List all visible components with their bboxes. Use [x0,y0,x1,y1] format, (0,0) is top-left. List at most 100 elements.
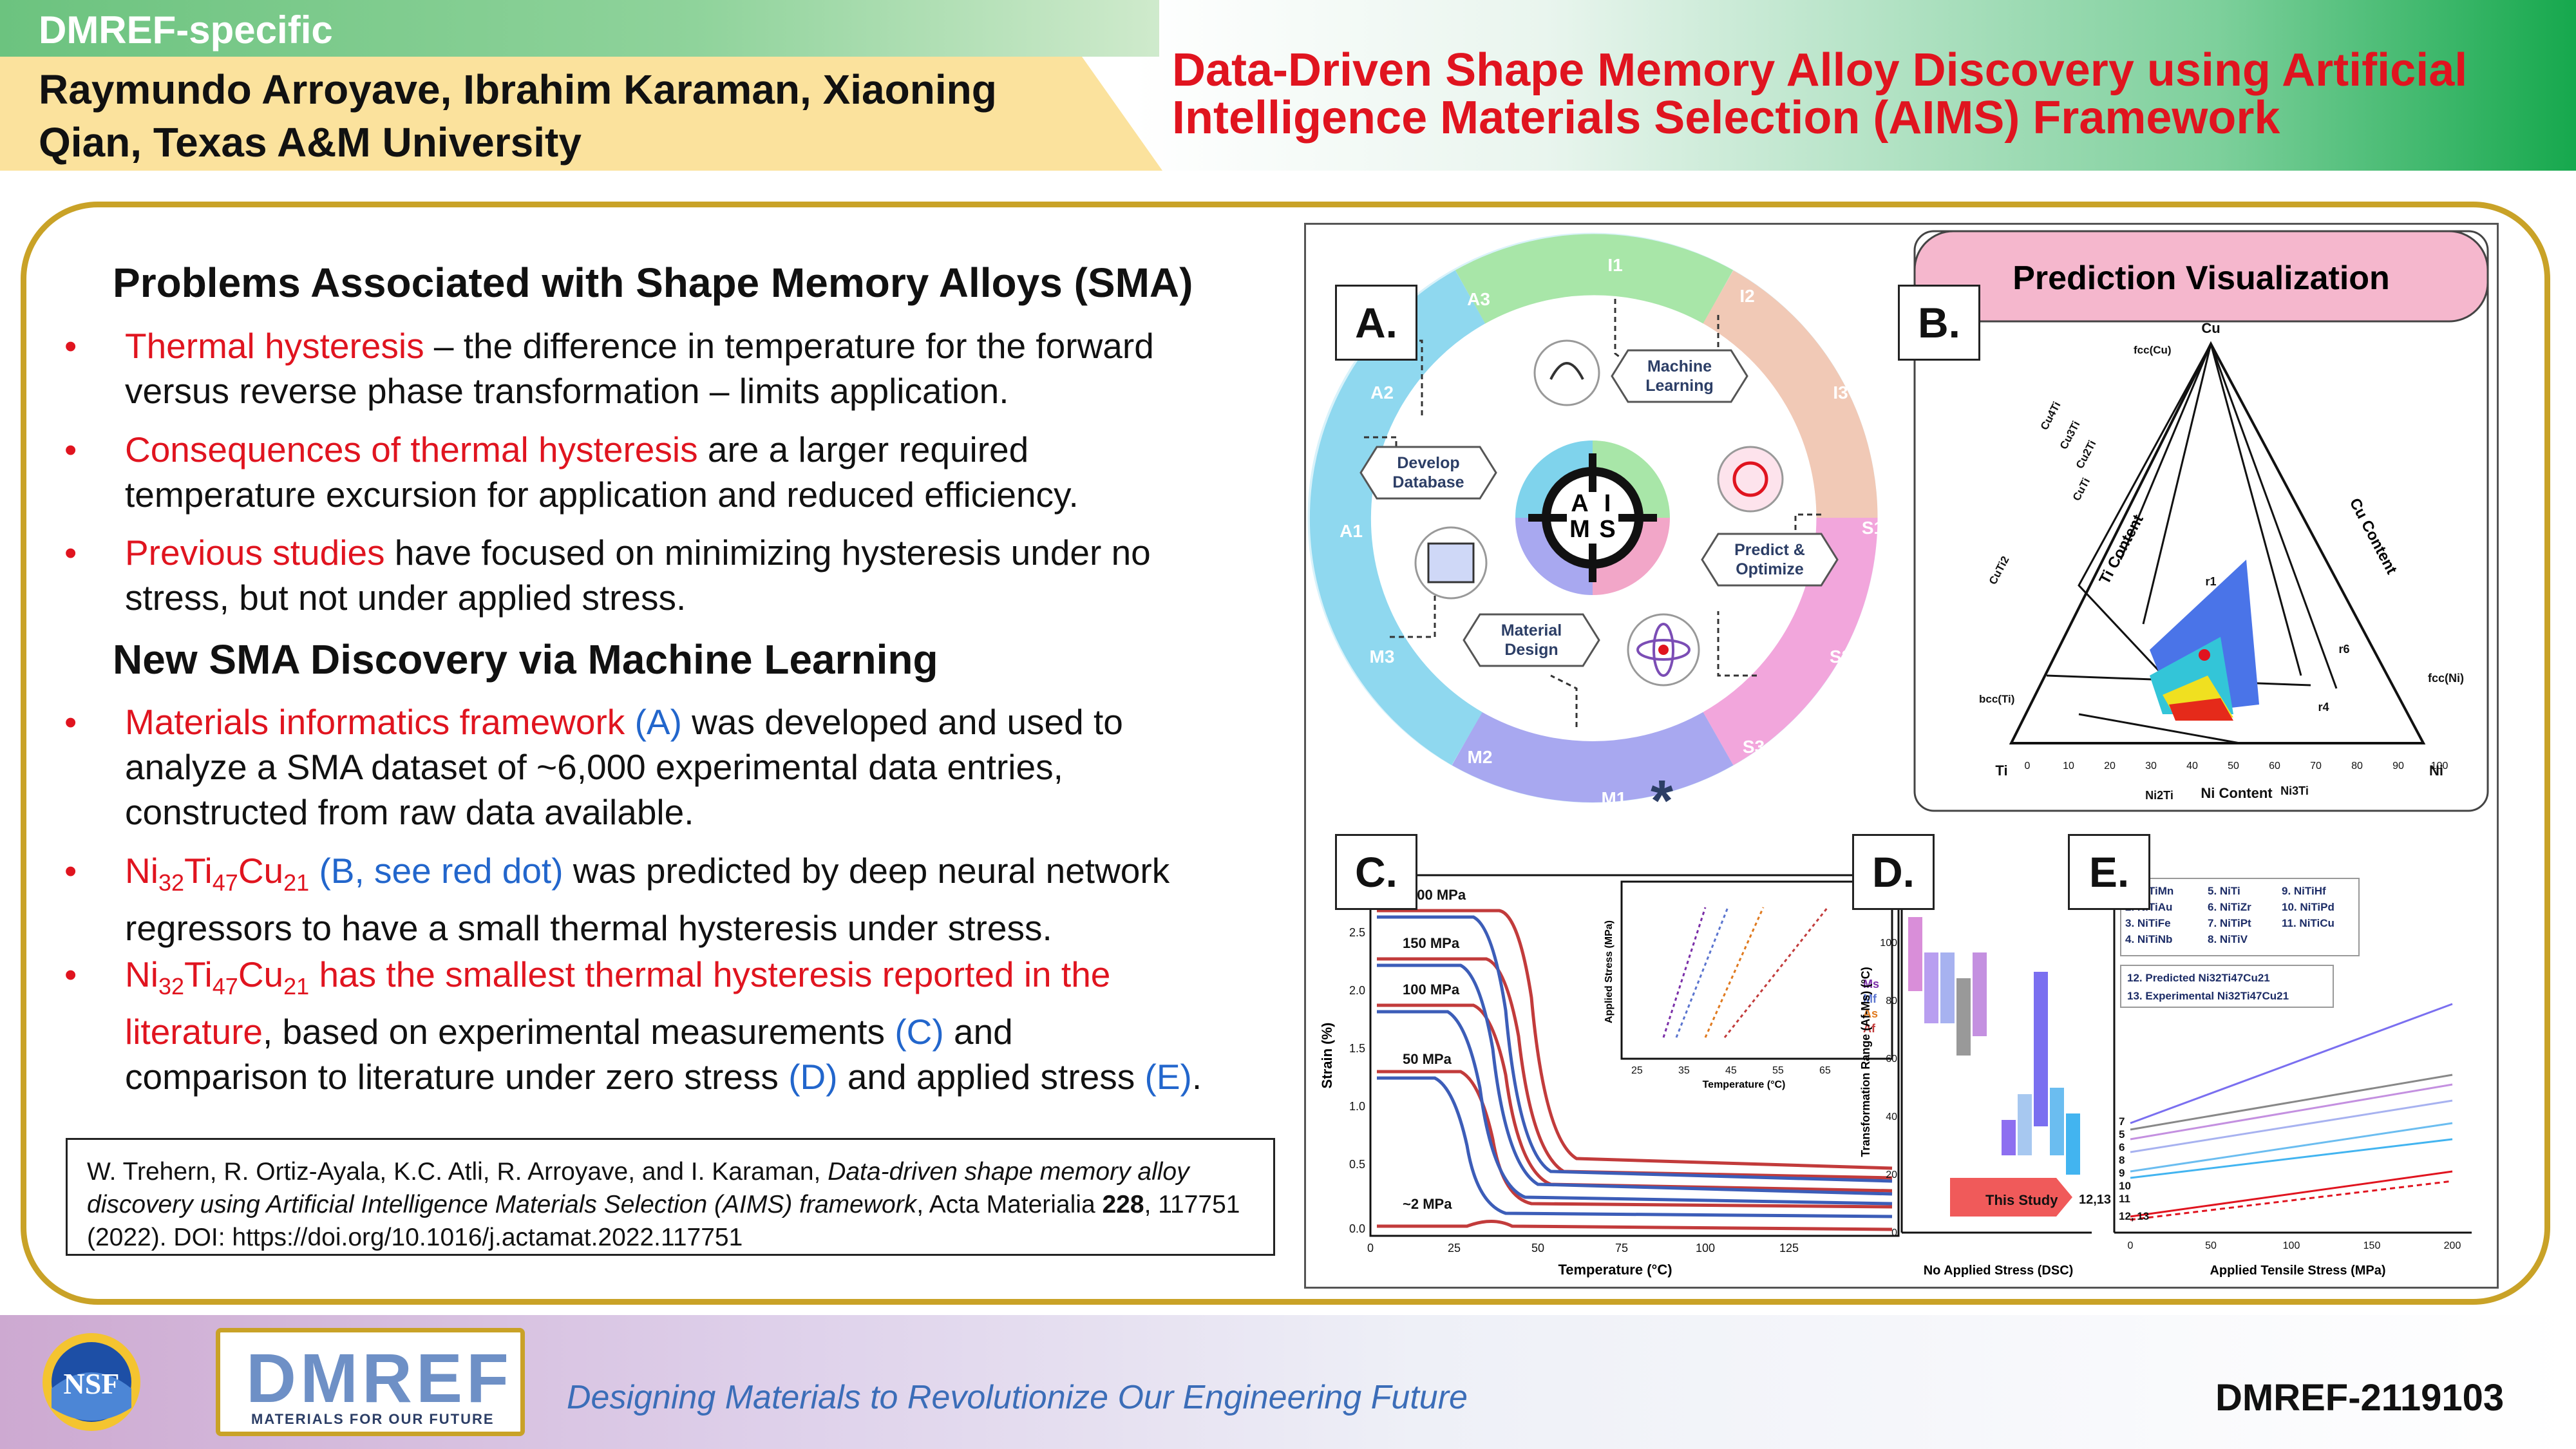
svg-text:2.5: 2.5 [1349,926,1365,939]
alloy-formula: Ni32Ti47Cu21 [125,851,310,896]
svg-text:35: 35 [1678,1065,1690,1076]
authors: Raymundo Arroyave, Ibrahim Karaman, Xiao… [0,57,1162,171]
stress-label-100: 100 MPa [1403,981,1460,998]
strain-chart: 200 MPa 150 MPa 100 MPa 50 MPa ~2 MPa 0.… [1319,874,1900,1278]
aims-core: A I M S [1515,440,1670,595]
svg-text:100: 100 [1696,1242,1715,1255]
machine-learning-label-1: Machine [1647,357,1712,375]
svg-text:100: 100 [2283,1240,2300,1251]
svg-text:125: 125 [1779,1242,1799,1255]
apex-ti: Ti [1995,762,2007,779]
bullet-text: and [943,1012,1013,1052]
box-plot-y-ticks: 0 20 40 60 80 100 [1880,938,1897,1238]
svg-text:0: 0 [1367,1242,1374,1255]
bullet-text: was developed and used to [681,702,1123,742]
bullet-dot: • [64,851,77,891]
core-letter-s: S [1599,516,1615,543]
aims-wheel: A I M S I1 I2 I3 S1 S2 S3 M1 M2 M3 A1 A2… [1307,232,1884,833]
dmref-wordmark: DMREF [246,1339,513,1417]
ni3ti-label: Ni3Ti [2280,784,2309,797]
ring-label-m3: M3 [1370,647,1395,667]
bullet-text: temperature excursion for application an… [125,475,1079,515]
target-icon [1717,446,1784,513]
develop-database-box [1359,446,1497,500]
inset-x-label: Temperature (°C) [1703,1079,1786,1090]
svg-text:0: 0 [2128,1240,2134,1251]
poster-title: Data-Driven Shape Memory Alloy Discovery… [1172,46,2557,142]
ring-label-i1: I1 [1607,255,1622,275]
ternary-triangle [2009,341,2426,744]
svg-text:60: 60 [2269,761,2280,772]
legend-predicted: 12. Predicted Ni32Ti47Cu21 [2127,972,2270,984]
inset-box [1620,880,1893,1060]
develop-database-label-2: Database [1392,473,1464,491]
svg-text:100: 100 [2431,761,2448,772]
bullet-dot: • [64,954,77,994]
section-heading-discovery: New SMA Discovery via Machine Learning [113,636,938,683]
svg-text:65: 65 [1819,1065,1831,1076]
svg-text:5. NiTi: 5. NiTi [2208,885,2240,897]
strain-y-label: Strain (%) [1319,1023,1335,1089]
svg-text:0.5: 0.5 [1349,1158,1365,1171]
footer: NSF DMREF MATERIALS FOR OUR FUTURE Desig… [0,1315,2576,1449]
this-study-label: This Study [1985,1192,2058,1208]
phase-bcc-ti: bcc(Ti) [1979,693,2014,705]
svg-text:11: 11 [2119,1193,2130,1205]
predict-optimize-label-1: Predict & [1734,541,1805,559]
bullet-text: , based on experimental measurements [262,1012,895,1052]
material-design-box [1463,613,1600,667]
svg-text:11. NiTiCu: 11. NiTiCu [2282,917,2334,929]
figure-panel: A I M S I1 I2 I3 S1 S2 S3 M1 M2 M3 A1 A2… [1304,223,2499,1289]
authors-line-2: Qian, Texas A&M University [39,119,582,166]
ring-label-s1: S1 [1862,518,1884,538]
machine-learning-box [1611,349,1748,403]
machine-learning-label-2: Learning [1645,377,1714,395]
bullet-dot: • [64,702,77,742]
ternary-diagram: Prediction Visualization Cu Ti Ni Ni Con… [1913,230,2489,812]
svg-text:40: 40 [1886,1112,1897,1122]
svg-text:7. NiTiPt: 7. NiTiPt [2208,917,2251,929]
inset-legend: Ms Mf As Af [1863,978,1879,1035]
svg-text:8. NiTiV: 8. NiTiV [2208,933,2248,945]
inset-ticks: 25 35 45 55 65 [1631,1065,1831,1076]
ref-a: (A) [625,702,682,742]
ring-label-s2: S2 [1830,647,1852,667]
svg-text:0: 0 [1891,1227,1897,1238]
bullet-text: has the smallest thermal hysteresis repo… [309,954,1111,994]
apex-cu: Cu [2201,320,2220,336]
alloy-formula: Ni32Ti47Cu21 [125,954,310,999]
ring-label-m1: M1 [1602,788,1627,808]
svg-text:5: 5 [2119,1128,2125,1141]
term-consequences: Consequences of thermal hysteresis [125,430,698,469]
svg-text:9. NiTiHf: 9. NiTiHf [2282,885,2326,897]
box-plot: This Study 12,13 0 20 40 60 80 100 No Ap… [1859,875,2111,1278]
svg-text:0.0: 0.0 [1349,1222,1365,1235]
panel-label-b: B. [1898,285,1980,361]
svg-text:60: 60 [1886,1054,1897,1065]
figure-svg: A I M S I1 I2 I3 S1 S2 S3 M1 M2 M3 A1 A2… [1307,230,2489,1278]
svg-text:8: 8 [2119,1154,2125,1166]
svg-text:25: 25 [1448,1242,1461,1255]
bullet-text: stress, but not under applied stress. [125,578,687,618]
svg-text:6: 6 [2119,1141,2125,1153]
svg-text:50: 50 [1531,1242,1544,1255]
svg-text:40: 40 [2186,761,2198,772]
bullet-text: constructed from raw data available. [125,792,694,832]
fcc-ni-label: fcc(Ni) [2428,672,2464,685]
stress-side-numbers: 7 5 6 8 9 10 11 12, 13 [2119,1115,2149,1222]
this-study-tag: 12,13 [2079,1193,2111,1207]
term-literature: literature [125,1012,263,1052]
stress-x-ticks: 0 50 100 150 200 [2128,1240,2461,1251]
ring-s-segment [1703,517,1878,766]
bullet-text: was predicted by deep neural network [563,851,1170,891]
svg-text:55: 55 [1772,1065,1784,1076]
stress-x-label: Applied Tensile Stress (MPa) [2210,1264,2385,1278]
apex-ni: Ni [2429,762,2443,779]
legend-experimental: 13. Experimental Ni32Ti47Cu21 [2127,990,2289,1002]
stress-legend-box [2120,878,2360,956]
box-plot-x-label: No Applied Stress (DSC) [1924,1264,2074,1278]
stress-label-150: 150 MPa [1403,935,1460,951]
citation-doi[interactable]: , 117751 (2022). DOI: https://doi.org/10… [87,1191,1240,1251]
svg-text:200: 200 [2444,1240,2461,1251]
term-framework: Materials informatics framework [125,702,625,742]
